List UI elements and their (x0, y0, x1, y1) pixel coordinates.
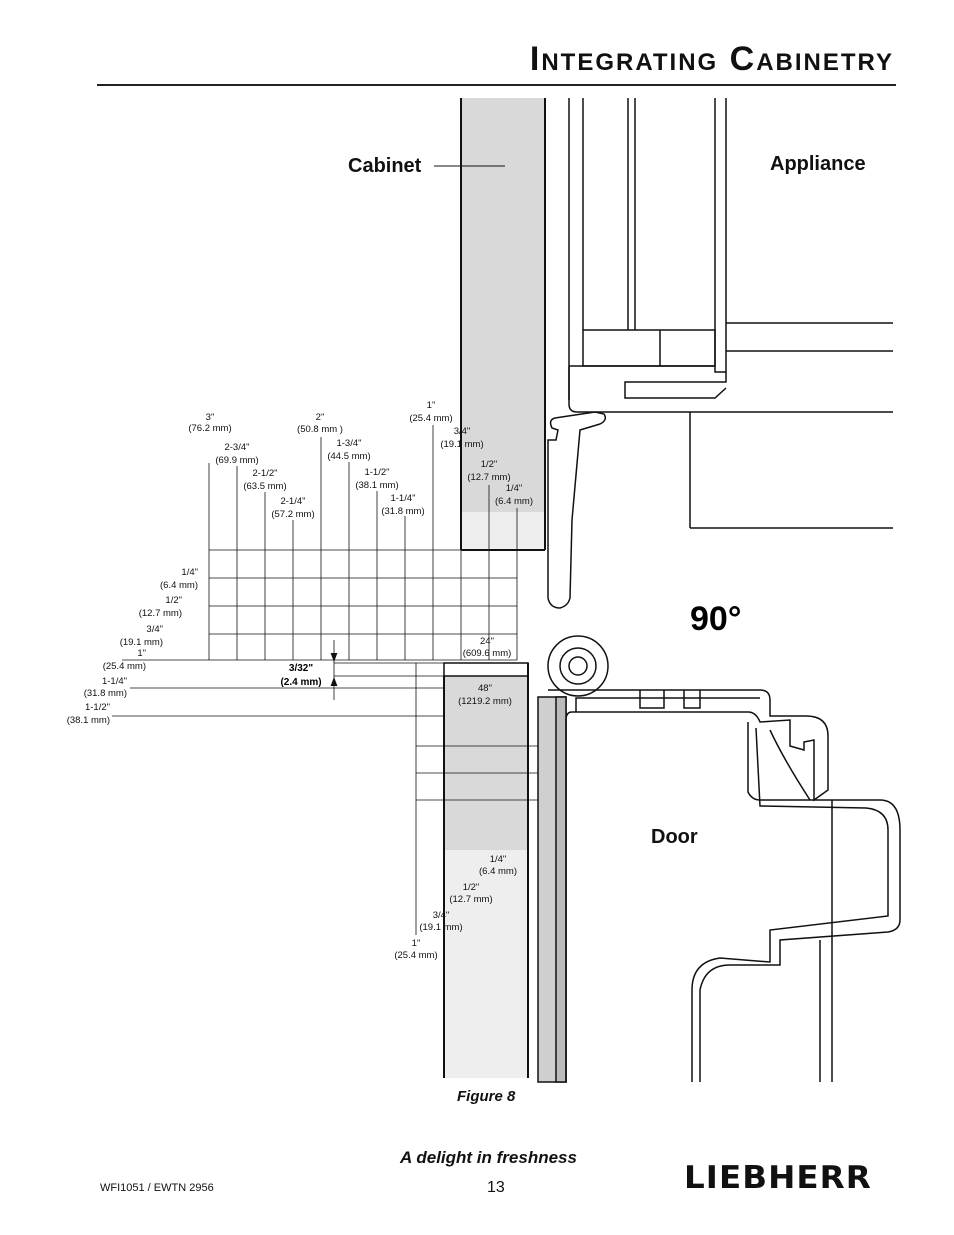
top-dim-mm: (25.4 mm) (409, 413, 452, 424)
left-dim-mm: (38.1 mm) (67, 715, 110, 726)
top-dim-in: 2" (316, 412, 325, 423)
top-dim-mm: (63.5 mm) (243, 481, 286, 492)
appliance-frame (547, 98, 893, 609)
left-dim-mm: (6.4 mm) (160, 580, 198, 591)
top-dim-in: 2-3/4" (224, 442, 249, 453)
top-dim-in: 1-1/2" (364, 467, 389, 478)
angle-label: 90° (690, 600, 741, 638)
bottom-dim-mm: (6.4 mm) (479, 866, 517, 877)
top-dim-mm: (31.8 mm) (381, 506, 424, 517)
bottom-dim-in: 1/2" (463, 882, 480, 893)
left-dim-in: 1-1/4" (102, 676, 127, 687)
top-dim-in: 2-1/2" (252, 468, 277, 479)
bottom-dim-in: 1" (412, 938, 421, 949)
top-dim-in: 1-3/4" (336, 438, 361, 449)
page-title: Integrating Cabinetry (529, 40, 894, 78)
gap-label: 3/32" (289, 663, 313, 674)
door-width-a-mm: (609.6 mm) (463, 648, 512, 659)
bottom-dim-in: 1/4" (490, 854, 507, 865)
top-dim-in: 1-1/4" (390, 493, 415, 504)
bottom-dim-mm: (12.7 mm) (449, 894, 492, 905)
left-dim-mm: (19.1 mm) (120, 637, 163, 648)
door-width-b: 48" (478, 683, 492, 694)
left-dim-mm: (31.8 mm) (84, 688, 127, 699)
cabinet-label: Cabinet (348, 155, 422, 177)
tagline: A delight in freshness (400, 1148, 577, 1167)
left-dim-in: 1/2" (165, 595, 182, 606)
bottom-dim-in: 3/4" (433, 910, 450, 921)
door-label: Door (651, 826, 698, 848)
left-dim-in: 3/4" (146, 624, 163, 635)
top-dim-mm: (12.7 mm) (467, 472, 510, 483)
top-dim-in: 1/4" (506, 483, 523, 494)
top-dim-in: 1/2" (481, 459, 498, 470)
bottom-dim-mm: (25.4 mm) (394, 950, 437, 961)
top-dim-mm: (57.2 mm) (271, 509, 314, 520)
top-dim-mm: (6.4 mm) (495, 496, 533, 507)
top-dim-mm: (38.1 mm) (355, 480, 398, 491)
door-profile (537, 635, 901, 1083)
top-dim-mm: (50.8 mm ) (297, 424, 343, 435)
page-number: 13 (487, 1179, 505, 1196)
figure-caption: Figure 8 (457, 1088, 516, 1105)
top-dimension-grid (112, 425, 528, 717)
left-dim-mm: (25.4 mm) (103, 661, 146, 672)
top-dim-mm: (44.5 mm) (327, 451, 370, 462)
top-dim-in: 3/4" (454, 426, 471, 437)
left-dim-mm: (12.7 mm) (139, 608, 182, 619)
door-width-a: 24" (480, 636, 494, 647)
top-dim-in: 2-1/4" (280, 496, 305, 507)
top-dim-mm: (19.1 mm) (440, 439, 483, 450)
bottom-dim-mm: (19.1 mm) (419, 922, 462, 933)
brand-logo: LIEBHERR (684, 1160, 872, 1196)
document-id: WFI1051 / EWTN 2956 (100, 1182, 214, 1194)
top-dim-mm: (76.2 mm) (188, 423, 231, 434)
appliance-label: Appliance (770, 153, 866, 175)
door-dimension-grid (415, 663, 556, 935)
top-dim-mm: (69.9 mm) (215, 455, 258, 466)
top-dim-in: 1" (427, 400, 436, 411)
left-dim-in: 1-1/2" (85, 702, 110, 713)
cabinet-panel (461, 98, 545, 550)
left-dim-in: 1" (137, 648, 146, 659)
door-width-b-mm: (1219.2 mm) (458, 696, 512, 707)
title-rule (97, 84, 896, 86)
left-dim-in: 1/4" (181, 567, 198, 578)
top-dim-in: 3" (206, 412, 215, 423)
gap-label-mm: (2.4 mm) (280, 677, 321, 688)
